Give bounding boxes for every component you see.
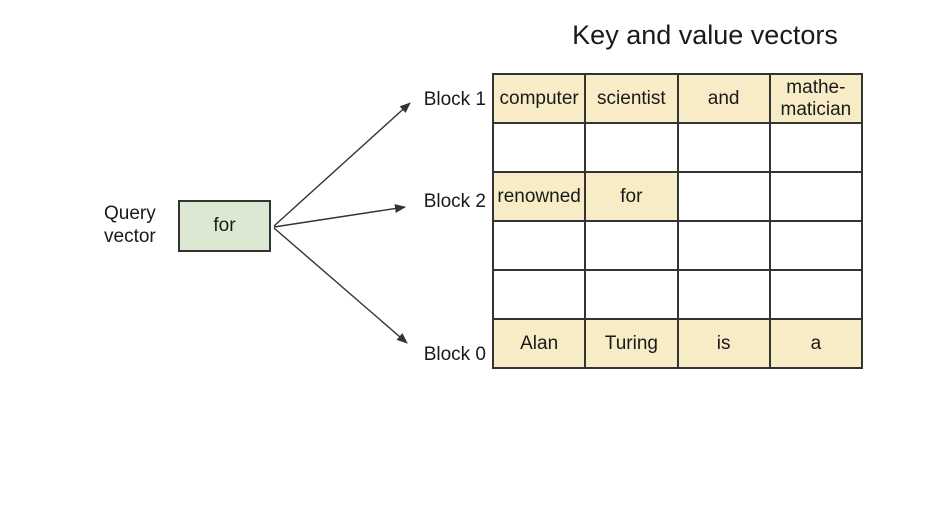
table-cell: Turing [584, 318, 679, 369]
table-cell [768, 269, 864, 320]
table-cell [676, 269, 771, 320]
table-row-empty [491, 269, 864, 320]
table-cell: scientist [584, 73, 679, 124]
query-vector-box: for [178, 200, 271, 252]
table-row-block-1: computer scientist and mathe- matician [491, 73, 864, 124]
key-value-table: computer scientist and mathe- matician r… [491, 73, 864, 369]
table-cell [584, 269, 679, 320]
block-1-label: Block 1 [423, 89, 486, 110]
table-cell: is [676, 318, 771, 369]
table-cell [768, 220, 864, 271]
table-cell [768, 122, 864, 173]
table-cell: for [584, 171, 679, 222]
table-cell [491, 269, 587, 320]
table-cell: Alan [491, 318, 587, 369]
table-cell: renowned [491, 171, 587, 222]
block-0-label: Block 0 [423, 344, 486, 365]
table-cell: mathe- matician [768, 73, 864, 124]
table-cell [676, 220, 771, 271]
table-row-empty [491, 220, 864, 271]
table-cell [676, 171, 771, 222]
table-cell: and [676, 73, 771, 124]
table-row-block-0: Alan Turing is a [491, 318, 864, 369]
query-vector-label: Query vector [104, 203, 156, 247]
arrow-to-block-2 [273, 204, 406, 228]
arrow-to-block-0 [273, 227, 408, 344]
table-cell [584, 122, 679, 173]
table-cell: computer [491, 73, 587, 124]
block-2-label: Block 2 [423, 191, 486, 212]
table-cell [584, 220, 679, 271]
query-box-text: for [213, 215, 236, 236]
table-row-empty [491, 122, 864, 173]
table-row-block-2: renowned for [491, 171, 864, 222]
diagram-title: Key and value vectors [572, 20, 838, 50]
table-cell [491, 220, 587, 271]
arrow-to-block-1 [273, 102, 411, 227]
table-cell [768, 171, 864, 222]
table-cell: a [768, 318, 864, 369]
table-cell [491, 122, 587, 173]
table-cell [676, 122, 771, 173]
